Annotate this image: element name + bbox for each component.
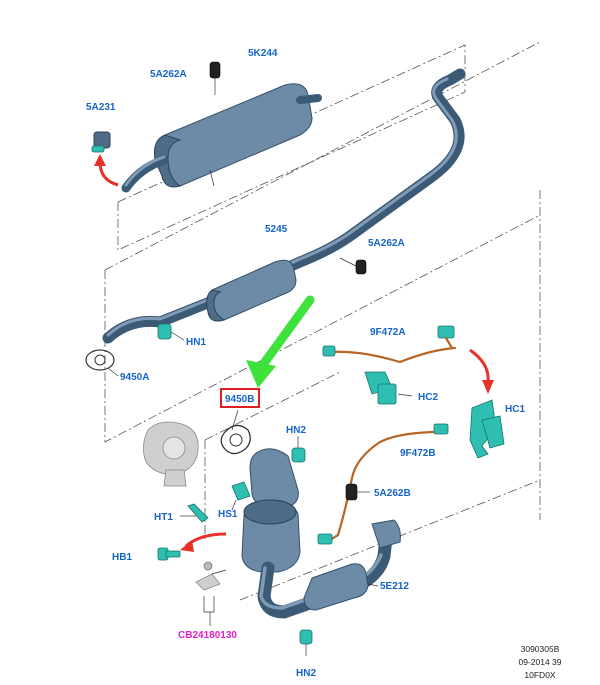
label-HN2-top: HN2	[286, 425, 306, 436]
stud-HS1	[231, 481, 251, 501]
turbocharger	[143, 421, 199, 487]
gasket-9450A	[85, 349, 115, 371]
intermediate-pipe	[102, 68, 466, 344]
bolt-HB1	[157, 547, 181, 561]
label-5A262A-top: 5A262A	[150, 69, 187, 80]
label-HB1: HB1	[112, 552, 132, 563]
label-HT1: HT1	[154, 512, 173, 523]
red-arrowhead-5A231	[94, 154, 106, 166]
label-5A262B: 5A262B	[374, 488, 411, 499]
label-9450A: 9450A	[120, 372, 149, 383]
nut-HN2-bottom	[299, 629, 313, 645]
label-9F472B: 9F472B	[400, 448, 436, 459]
catalytic-converter	[241, 448, 401, 619]
label-HC2: HC2	[418, 392, 438, 403]
label-9450B: 9450B	[225, 394, 254, 405]
highlight-box-9450B	[220, 388, 260, 408]
label-HC1: HC1	[505, 404, 525, 415]
label-CB24180130: CB24180130	[178, 630, 237, 641]
bracket-CB24180130	[195, 561, 227, 626]
gasket-9450B	[220, 424, 251, 455]
rear-muffler	[121, 61, 322, 193]
footer-line2: 09-2014 39	[518, 657, 561, 667]
rubber-hanger-mid	[355, 259, 367, 275]
clip-HT1	[187, 503, 209, 523]
part-labels: 5K244 5A262A 5A231 5245 5A262A HN1 9450A…	[86, 48, 525, 679]
label-9F472A: 9F472A	[370, 327, 406, 338]
label-5245: 5245	[265, 224, 288, 235]
bracket-HC1	[469, 399, 505, 459]
nut-HN2-top	[291, 447, 306, 463]
label-HN2-bottom: HN2	[296, 668, 316, 679]
rubber-hanger-top	[209, 61, 221, 79]
green-arrow	[246, 295, 315, 388]
label-5A262A-mid: 5A262A	[368, 238, 405, 249]
clamp-part-5A231	[91, 131, 111, 153]
footer-line1: 3090305B	[521, 644, 560, 654]
oxygen-sensor-9F472B	[317, 423, 449, 545]
rubber-hanger-5A262B	[345, 483, 358, 501]
red-arrowhead-HC1	[482, 380, 494, 394]
nut-HN1	[157, 323, 172, 340]
label-5A231: 5A231	[86, 102, 116, 113]
red-arrow-HC1	[469, 348, 490, 383]
label-5K244: 5K244	[248, 48, 278, 59]
footer-reference: 3090305B 09-2014 39 10FD0X	[518, 644, 561, 680]
footer-line3: 10FD0X	[524, 670, 556, 680]
red-arrowhead-HB1	[180, 540, 194, 552]
label-HS1: HS1	[218, 509, 238, 520]
label-HN1: HN1	[186, 337, 206, 348]
label-5E212: 5E212	[380, 581, 409, 592]
oxygen-sensor-9F472A	[322, 325, 457, 405]
